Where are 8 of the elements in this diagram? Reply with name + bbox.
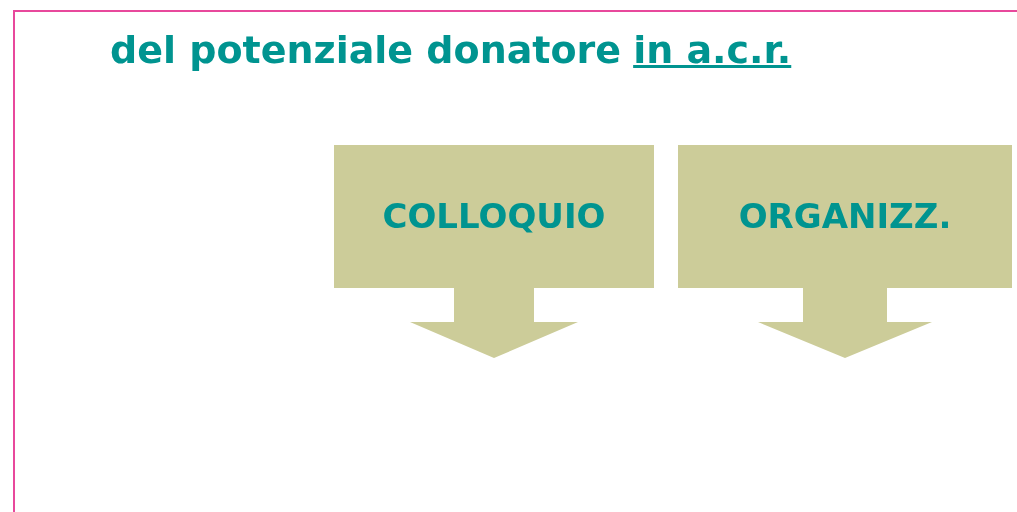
subtitle-text: in a.c.r. xyxy=(633,27,792,74)
box-label: ORGANIZZ. xyxy=(738,195,952,238)
label-box xyxy=(334,145,654,288)
box-label: COLLOQUIO xyxy=(382,195,606,238)
label-box xyxy=(678,145,1012,288)
title: del potenziale donatore xyxy=(110,27,622,74)
block-arrow xyxy=(410,288,578,358)
block-arrow xyxy=(758,288,932,358)
